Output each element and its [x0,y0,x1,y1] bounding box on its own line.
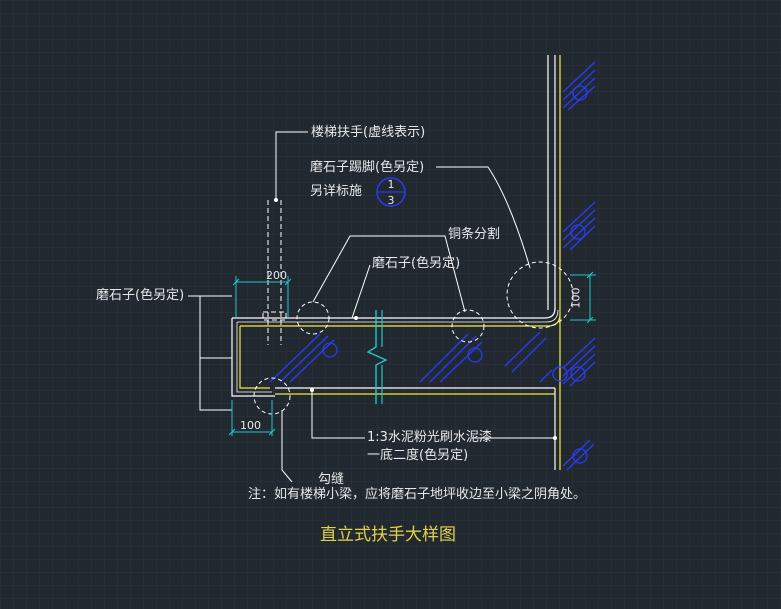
groove-label: 勾缝 [318,472,345,487]
dimension-lines [228,271,596,436]
terrazzo-left-label: 磨石子(色另定) [96,288,185,303]
leader-lines [188,131,555,483]
detail-reference-circle [376,177,406,207]
detail-number: 1 [387,178,395,191]
copper-strip-label: 铜条分割 [448,227,501,242]
dimension-right-height: 100 [569,287,583,309]
note-text: 注：如有楼梯小梁，应将磨石子地坪收边至小梁之阴角处。 [248,487,587,502]
wall [547,55,596,471]
drawing-title: 直立式扶手大样图 [320,525,456,545]
skirting-label: 磨石子踢脚(色另定) [310,160,425,175]
handrail-label: 楼梯扶手(虚线表示) [311,125,426,140]
slab [231,307,568,404]
leader-dots [274,198,557,440]
cement-finish-label-2: 一底二度(色另定) [367,448,469,463]
detail-sheet: 3 [387,194,395,207]
terrazzo-top-label: 磨石子(色另定) [372,256,461,271]
detail-circles [253,261,574,415]
dimension-bottom-width: 100 [240,419,261,432]
see-detail-label: 另详标施 [310,184,363,199]
cement-finish-label-1: 1:3水泥粉光刷水泥漆 [367,430,492,445]
handrail-dashed [262,200,287,345]
dimension-top-width: 200 [266,269,287,282]
